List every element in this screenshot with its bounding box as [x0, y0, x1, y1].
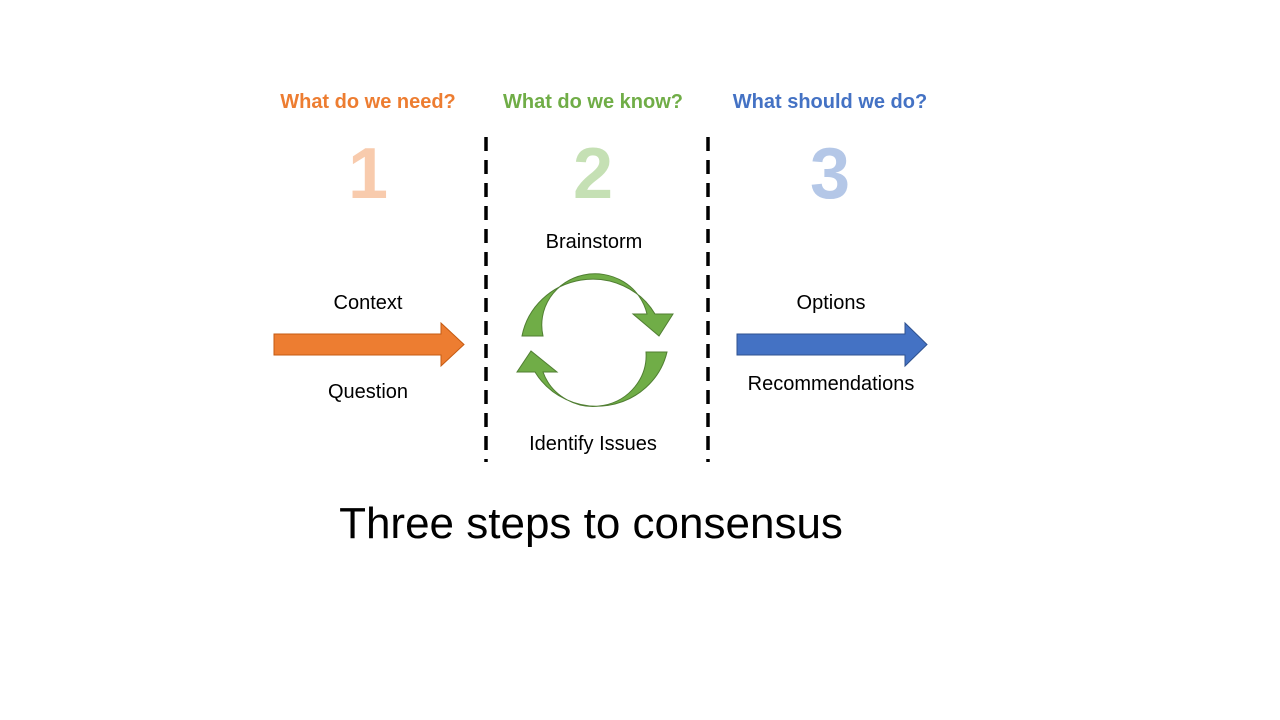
step3-top-label: Options	[796, 292, 866, 314]
step3-bottom-label: Recommendations	[747, 373, 915, 395]
step2-top-label: Brainstorm	[545, 231, 643, 253]
cycle-arrow-top	[521, 273, 674, 337]
cycle-arrows-icon	[516, 273, 674, 407]
step3-number: 3	[809, 134, 851, 214]
step1-number: 1	[347, 134, 389, 214]
step2-number: 2	[572, 134, 614, 214]
step1-bottom-label: Question	[327, 381, 409, 403]
step2-question: What do we know?	[503, 91, 683, 113]
step1-arrow	[273, 321, 465, 368]
step2-bottom-label: Identify Issues	[529, 433, 657, 455]
step1-top-label: Context	[333, 292, 403, 314]
diagram-title: Three steps to consensus	[339, 499, 843, 548]
cycle-arrow-bottom	[516, 350, 668, 407]
step1-question: What do we need?	[280, 91, 456, 113]
step3-arrow	[736, 321, 928, 368]
step3-question: What should we do?	[732, 91, 928, 113]
